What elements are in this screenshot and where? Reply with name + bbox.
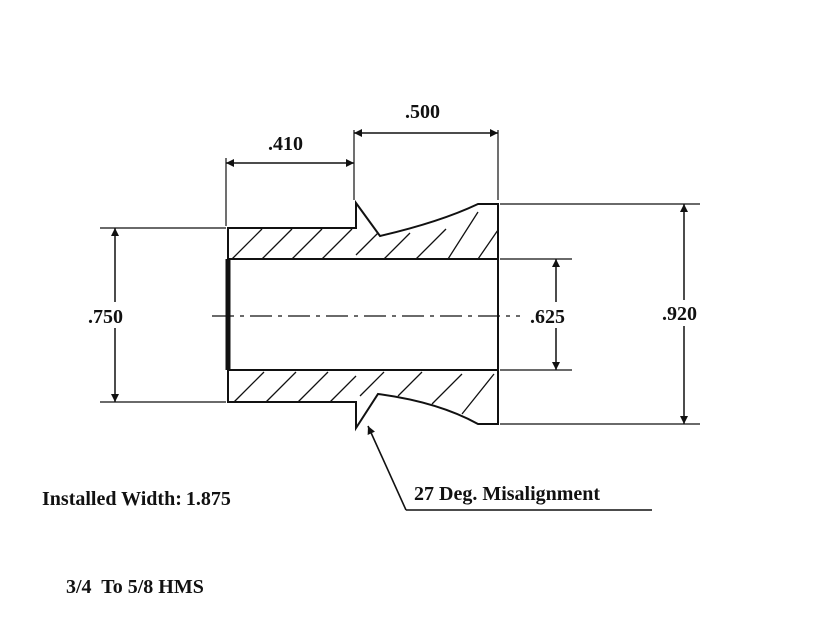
extension-lines (100, 130, 700, 425)
top-wall-outline (227, 199, 499, 260)
dim-label-750: .750 (88, 306, 123, 328)
part-name: 3/4 To 5/8 HMS (66, 576, 204, 598)
dim-label-410: .410 (268, 133, 303, 155)
dim-label-500: .500 (405, 101, 440, 123)
bottom-wall-outline (227, 369, 499, 432)
section-hatching (231, 211, 499, 415)
dimension-lines (111, 129, 688, 424)
installed-width-value: 1.875 (185, 488, 231, 510)
misalignment-label: 27 Deg. Misalignment (414, 483, 600, 505)
dim-label-920: .920 (662, 303, 697, 325)
installed-width-label: Installed Width: (42, 488, 182, 510)
installed-width-note: Installed Width:1.875 (42, 488, 231, 511)
misalignment-leader (367, 425, 652, 511)
dim-label-625: .625 (530, 306, 565, 328)
